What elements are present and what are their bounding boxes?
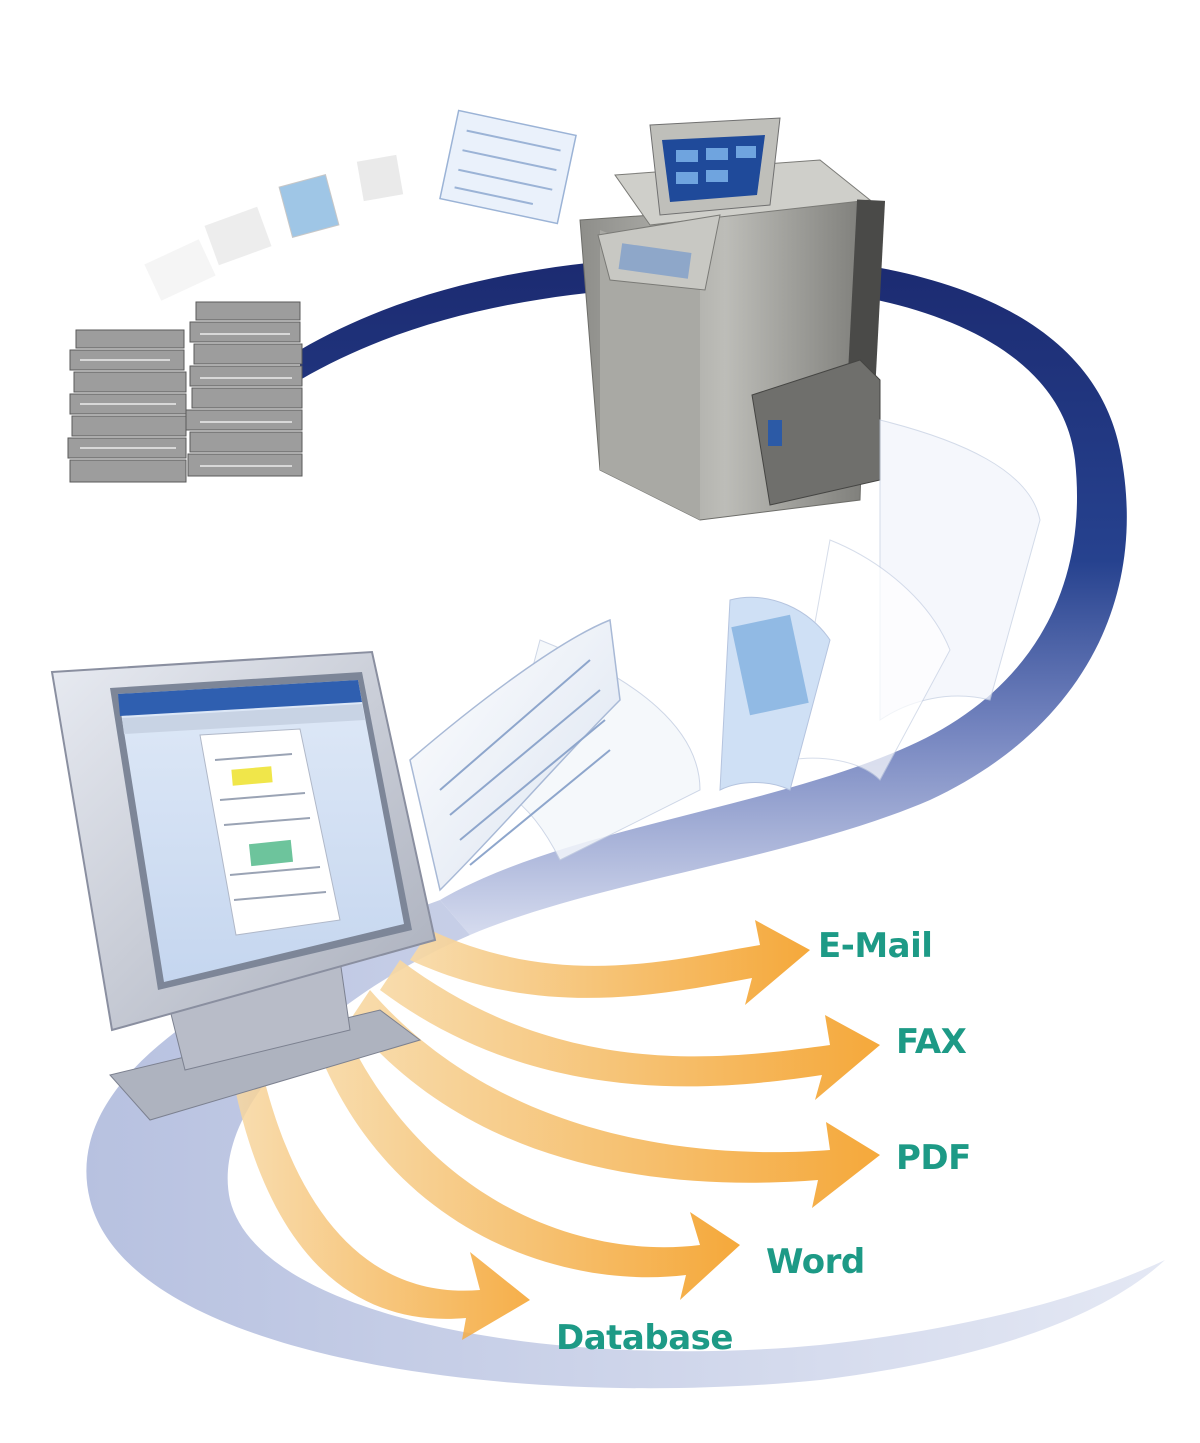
multifunction-printer-icon xyxy=(579,117,886,521)
desktop-monitor-icon xyxy=(50,650,437,1121)
output-label-pdf: PDF xyxy=(896,1138,971,1178)
scanned-pages xyxy=(409,419,1041,892)
flow-ribbon xyxy=(300,254,1127,935)
output-label-email: E-Mail xyxy=(818,926,933,966)
output-label-database: Database xyxy=(556,1318,733,1358)
output-label-word: Word xyxy=(766,1242,865,1282)
output-label-fax: FAX xyxy=(896,1022,967,1062)
paper-stacks-icon xyxy=(67,301,303,483)
flying-papers xyxy=(144,109,577,301)
